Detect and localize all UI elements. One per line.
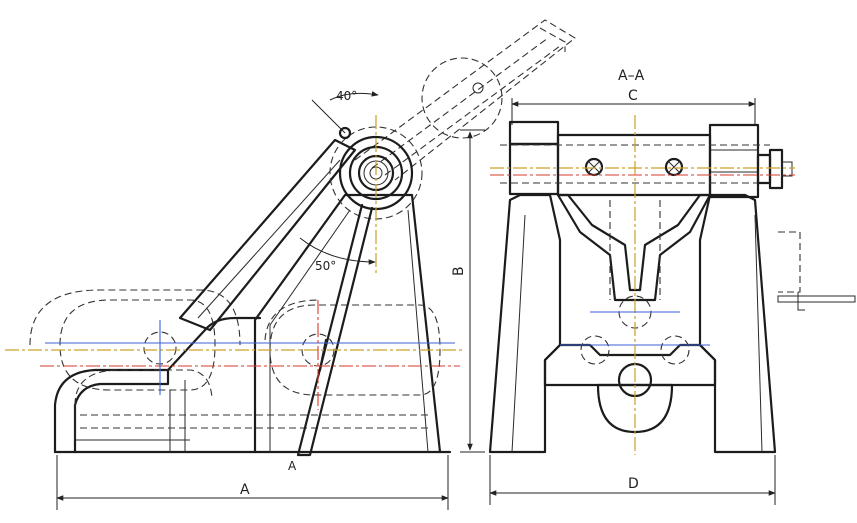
dimension-c-label: C <box>628 88 638 104</box>
angle-40-annotation: 40° <box>311 89 379 134</box>
angle-50-annotation: 50° <box>299 237 376 273</box>
side-upper-arm <box>354 19 576 181</box>
dimension-a: A <box>56 455 449 510</box>
side-hidden-slot-left <box>59 299 216 391</box>
dimension-b: B <box>451 129 485 453</box>
section-nut-left <box>584 157 604 177</box>
section-right-column <box>698 193 777 454</box>
side-base-inner <box>74 405 190 441</box>
dimension-d-label: D <box>628 476 639 492</box>
section-title: A–A <box>618 68 645 84</box>
section-top-left-block <box>508 120 560 146</box>
section-handle <box>777 295 856 303</box>
side-hidden-slot-mid <box>269 304 441 396</box>
angle-50-label: 50° <box>315 259 336 273</box>
section-view: A–A C <box>488 68 856 505</box>
section-handle-bracket <box>778 231 801 293</box>
side-inclined-arm <box>178 138 357 332</box>
side-hidden-handwheel <box>421 57 503 139</box>
dimension-a-label: A <box>240 482 250 498</box>
angle-40-label: 40° <box>336 89 357 103</box>
side-frame <box>253 193 442 454</box>
dimension-c: C <box>511 88 756 125</box>
section-nut-right <box>664 157 684 177</box>
side-view: 40° 50° A A B <box>5 19 576 510</box>
section-left-column <box>488 193 562 454</box>
section-top-right-block <box>708 123 760 199</box>
dimension-d: D <box>489 455 776 505</box>
section-center-web <box>556 193 712 302</box>
side-small-bolt <box>338 126 352 140</box>
section-shaft-housing <box>556 133 712 197</box>
section-marker-label: A <box>288 459 297 473</box>
section-shaft-bolt <box>756 148 793 190</box>
side-link-rod <box>296 203 374 457</box>
dimension-b-label: B <box>451 266 467 276</box>
